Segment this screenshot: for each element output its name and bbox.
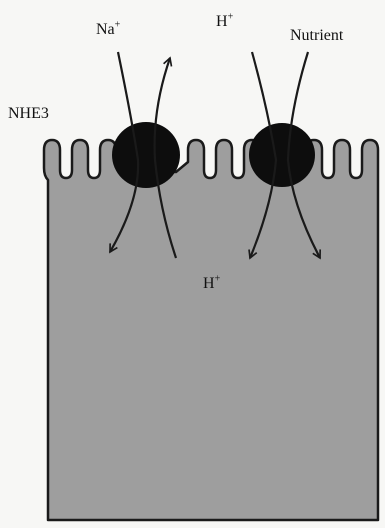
h-top-label: H+ <box>216 14 233 30</box>
h-cell-label: H+ <box>203 276 220 292</box>
nutrient-transporter <box>249 123 315 187</box>
epithelial-cell <box>44 140 378 520</box>
nutrient-label: Nutrient <box>290 28 343 44</box>
na-label: Na+ <box>96 22 120 38</box>
nhe3-label: NHE3 <box>8 106 49 122</box>
nhe3-transporter <box>112 122 180 188</box>
